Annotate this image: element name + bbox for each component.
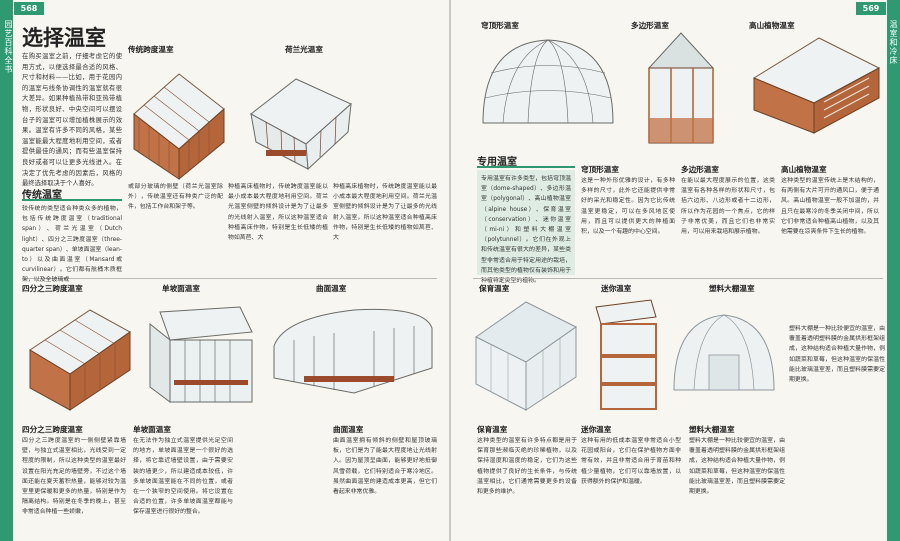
- caption-polygonal-2: 多边形温室: [681, 165, 719, 174]
- right-page-number: 569: [856, 2, 886, 15]
- text-mini: 这种有用的低成本温室非常适合小型花园或阳台，它们在保护植物方面非常有效，并且非常…: [581, 438, 681, 485]
- page-title: 选择温室: [22, 25, 106, 50]
- three-quarter-span-illustration: [29, 309, 131, 411]
- text-polytunnel: 塑料大棚是一种比较便宜的温室，由覆盖着透明塑料膜的金属拱形框架组成，这种结构适合…: [689, 438, 785, 496]
- text-special: 专用温室有许多类型，包括穹顶温室（dome-shaped）、多边形温室（poly…: [481, 176, 571, 285]
- intro-text: 在购买温室之前，仔细考虑它的使用方式，以便选择最合适的风格、尺寸和材料——比如，…: [22, 53, 122, 188]
- caption-alpine: 高山植物温室: [749, 21, 795, 30]
- text-column-3-span: 种植高床植物时，传统跨度温室能以最小成本最大程度地利用空间。荷兰光温室侧壁的倾斜…: [333, 184, 437, 242]
- book-gutter: [449, 0, 451, 541]
- caption-traditional-span: 传统跨度温室: [128, 45, 174, 54]
- text-conservation: 这种类型的温室有许多特点都是用于保育那些濒临灭绝的珍稀植物，以及保持湿度和温度的…: [477, 438, 577, 496]
- heading-special: 专用温室: [477, 157, 517, 168]
- text-column-3: 种植高床植物时，传统跨度温室能以最小成本最大程度地利用空间。荷兰光温室侧壁的倾斜…: [333, 182, 437, 243]
- left-page: 园艺百科全书 568 选择温室 在购买温室之前，仔细考虑它的使用方式，以便选择最…: [0, 0, 449, 541]
- caption-conservation-2: 保育温室: [477, 425, 508, 434]
- curved-illustration: [273, 308, 433, 394]
- left-side-text: 园艺百科全书: [4, 20, 13, 74]
- lean-to-illustration: [149, 306, 253, 403]
- caption-dome: 穹顶形温室: [481, 21, 519, 30]
- heading-traditional: 传统温室: [22, 190, 62, 201]
- text-lean-to: 在无法作为独立式温室提供光足空间的地方，单坡面温室是一个很好的选择，将它靠近墙壁…: [133, 438, 233, 516]
- caption-polygonal: 多边形温室: [631, 21, 669, 30]
- text-alpine: 这种类型的温室传统上是木结构的，有两侧有大片可开的通风口，便于通风。高山植物温室…: [781, 178, 879, 236]
- polygonal-illustration: [647, 32, 715, 144]
- right-side-tab: [887, 0, 900, 541]
- polytunnel-illustration: [673, 314, 775, 391]
- heading-underline: [22, 199, 122, 201]
- text-traditional-span: 或部分玻璃的侧壁（荷兰光温室除外），传统温室还有种类广泛的配件，包括工作台和架子…: [128, 184, 223, 211]
- caption-mini-2: 迷你温室: [581, 425, 612, 434]
- heading-underline-2: [477, 166, 575, 168]
- traditional-span-illustration: [133, 73, 225, 181]
- caption-lean-to-2: 单坡面温室: [133, 425, 171, 434]
- caption-conservation: 保育温室: [479, 284, 510, 293]
- alpine-illustration: [752, 37, 881, 134]
- caption-three-quarter-span: 四分之三跨度温室: [22, 284, 83, 293]
- divider: [22, 278, 437, 279]
- caption-lean-to: 单坡面温室: [162, 284, 200, 293]
- text-dome: 这是一种外形优雅的设计，有多种多样的尺寸，此外它还能提供非常好的采光和稳定性。因…: [581, 178, 675, 236]
- left-side-tab: [0, 0, 13, 541]
- caption-dome-2: 穹顶形温室: [581, 165, 619, 174]
- caption-mini: 迷你温室: [601, 284, 632, 293]
- caption-three-quarter-span-2: 四分之三跨度温室: [22, 425, 83, 434]
- text-three-quarter-span: 四分之三跨度温室的一侧侧壁紧靠墙壁，与独立式温室相比，光线受到一定程度的限制，所…: [22, 438, 126, 516]
- special-intro-box: 专用温室有许多类型，包括穹顶温室（dome-shaped）、多边形温室（poly…: [477, 170, 575, 284]
- mini-illustration: [595, 299, 657, 410]
- caption-curved-2: 曲面温室: [333, 425, 364, 434]
- text-polytunnel-side: 塑料大棚是一种比较便宜的温室，由覆盖着透明塑料膜的金属拱形框架组成，这种结构适合…: [789, 326, 885, 384]
- text-curved: 曲面温室拥有倾斜的侧壁和屋顶玻璃板，它们是为了能最大程度地让光线射入。因为屋顶呈…: [333, 438, 437, 496]
- conservation-illustration: [475, 301, 577, 411]
- caption-polytunnel: 塑料大棚温室: [709, 284, 755, 293]
- divider-2: [473, 278, 883, 279]
- text-polygonal: 在能以最大程度展示的位置，这类温室有各种各样的形状和尺寸，包括六边形、八边形或者…: [681, 178, 775, 236]
- right-side-text: 温室和冷床: [889, 20, 898, 65]
- left-page-number: 568: [14, 2, 44, 15]
- dutch-light-illustration: [250, 78, 352, 171]
- caption-dutch-light: 荷兰光温室: [285, 45, 323, 54]
- caption-curved: 曲面温室: [316, 284, 347, 293]
- right-page: 温室和冷床 569 穹顶形温室 多边形温室 高山植物温室 专用温室: [451, 0, 900, 541]
- caption-alpine-2: 高山植物温室: [781, 165, 827, 174]
- caption-polytunnel-2: 塑料大棚温室: [689, 425, 735, 434]
- text-dutch-light: 种植高床植物时，传统跨度温室能以最小成本最大程度地利用空间。荷兰光温室侧壁的倾斜…: [228, 184, 328, 242]
- dome-illustration: [482, 39, 614, 124]
- text-traditional: 较传统的类型适合种类众多的植物，包括传统跨度温室（traditional spa…: [22, 206, 122, 284]
